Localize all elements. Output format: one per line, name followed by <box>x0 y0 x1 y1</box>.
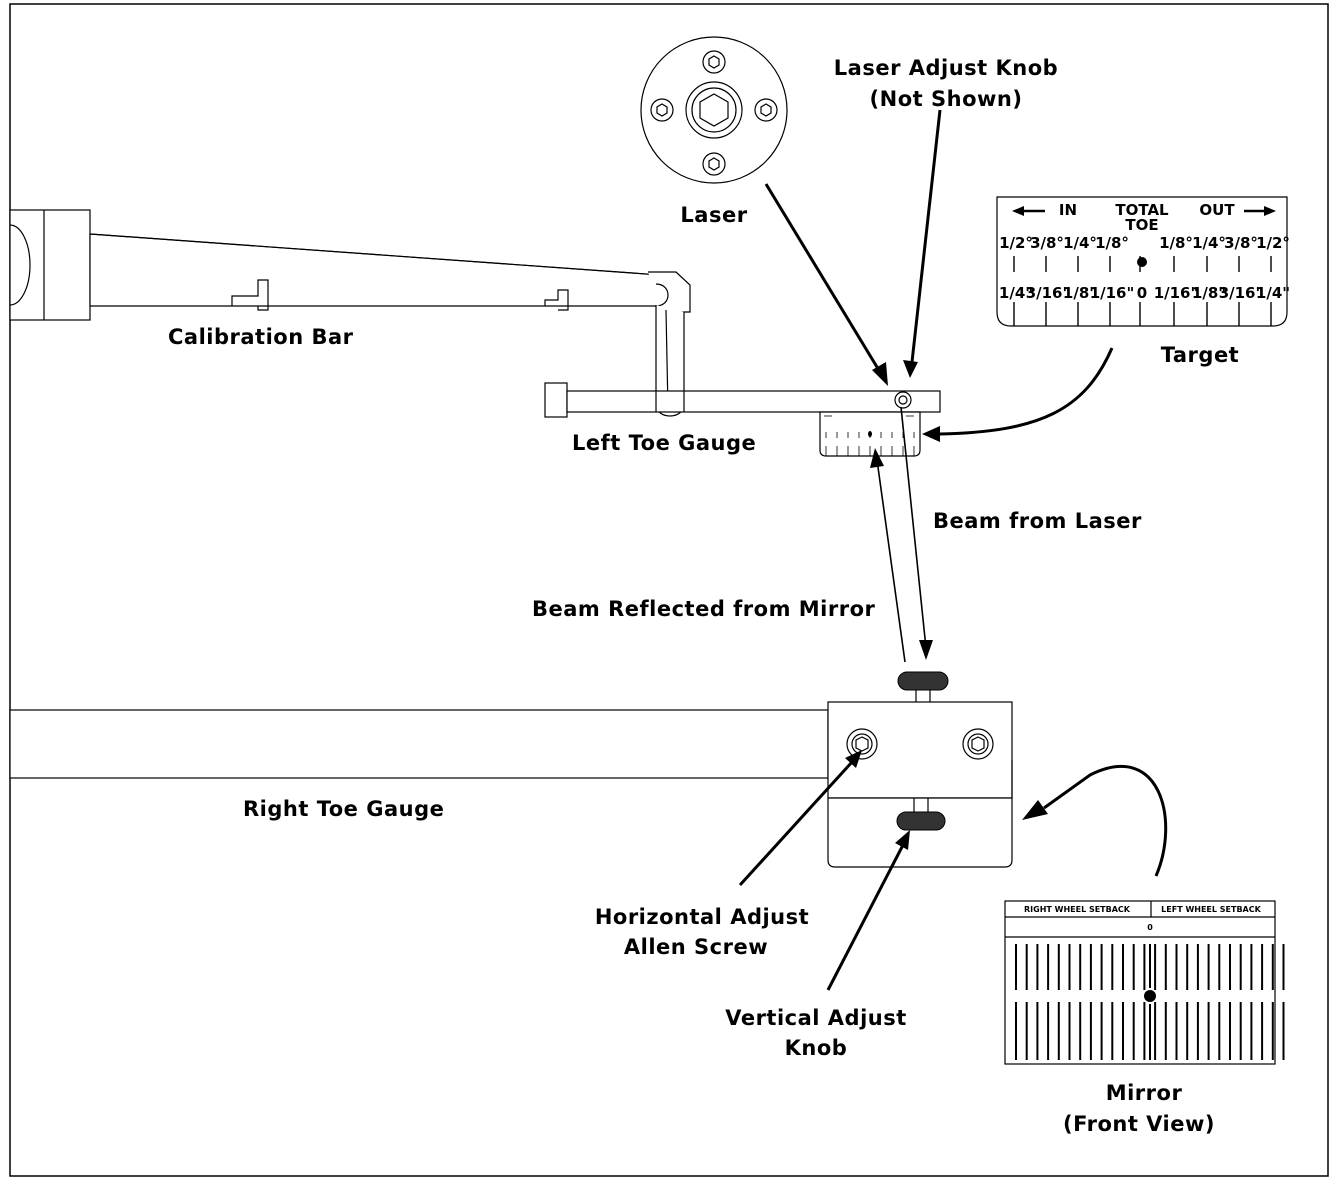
mirror-zero-label: 0 <box>1147 923 1153 932</box>
target-top-row: 1/2°3/8°1/4°1/8°1/8°1/4°3/8°1/2° <box>999 234 1290 252</box>
target-top-value: 1/2° <box>1256 234 1290 252</box>
laser-bolt-icon <box>650 98 674 122</box>
laser-beam-line <box>900 406 927 649</box>
target-center-dot <box>1137 257 1147 267</box>
right-toe-gauge <box>9 671 1013 868</box>
target-top-value: 1/4° <box>1063 234 1097 252</box>
horizontal-adjust-label: Horizontal Adjust <box>595 905 809 929</box>
target-bottom-value: 1/16" <box>1090 284 1135 302</box>
laser-adjust-knob-label: Laser Adjust Knob <box>834 56 1058 80</box>
beam-reflected-label: Beam Reflected from Mirror <box>532 597 876 621</box>
horizontal-adjust-sublabel: Allen Screw <box>624 935 768 959</box>
target-toe-label: TOE <box>1125 216 1158 234</box>
laser-adjust-knob-note: (Not Shown) <box>870 87 1023 111</box>
target-top-value: 3/8° <box>1030 234 1064 252</box>
left-wheel-setback-header: LEFT WHEEL SETBACK <box>1161 905 1261 914</box>
target-bottom-value: 1/8" <box>1063 284 1097 302</box>
allen-screw-icon <box>962 728 994 760</box>
left-toe-gauge-label: Left Toe Gauge <box>572 431 756 455</box>
right-wheel-setback-header: RIGHT WHEEL SETBACK <box>1024 905 1131 914</box>
target-bottom-value: 3/16" <box>1026 284 1071 302</box>
beam-lines <box>870 406 933 663</box>
vertical-adjust-sublabel: Knob <box>785 1036 848 1060</box>
target-bottom-value: 3/16" <box>1219 284 1264 302</box>
target-bottom-value: 1/8" <box>1192 284 1226 302</box>
allen-screw-icon <box>846 728 878 760</box>
laser-label: Laser <box>680 203 747 227</box>
calibration-bar-label: Calibration Bar <box>168 325 354 349</box>
left-toe-gauge <box>544 382 941 457</box>
target-total-label: TOTAL <box>1115 201 1169 219</box>
target-tick-marks <box>1013 256 1272 326</box>
target-top-value: 1/2° <box>999 234 1033 252</box>
calibration-bar <box>9 209 691 417</box>
pointer-arrows <box>738 109 1168 991</box>
mirror-front-view <box>1004 900 1276 1065</box>
target-top-value: 1/4° <box>1192 234 1226 252</box>
target-bottom-value: 1/4" <box>1256 284 1290 302</box>
target-top-value: 3/8° <box>1224 234 1258 252</box>
laser-emitter-icon <box>894 391 912 409</box>
laser-bolt-icon <box>754 98 778 122</box>
right-toe-gauge-label: Right Toe Gauge <box>243 797 444 821</box>
target-in-label: IN <box>1059 201 1077 219</box>
mirror-center-dot <box>1144 990 1156 1002</box>
target-out-label: OUT <box>1199 201 1235 219</box>
target-label: Target <box>1161 343 1239 367</box>
drawing-border <box>9 3 1329 1177</box>
laser-bolt-icon <box>702 50 726 74</box>
vertical-adjust-label: Vertical Adjust <box>725 1006 907 1030</box>
small-target-scale <box>824 415 915 456</box>
mirror-sublabel: (Front View) <box>1063 1112 1215 1136</box>
target-top-value: 1/8° <box>1159 234 1193 252</box>
target-top-value: 1/8° <box>1095 234 1129 252</box>
vertical-adjust-knob-icon <box>896 811 946 831</box>
mirror-label: Mirror <box>1106 1081 1183 1105</box>
target-bottom-value: 0 <box>1137 284 1147 302</box>
reflected-beam-line <box>876 459 906 663</box>
target-bottom-value: 1/4" <box>999 284 1033 302</box>
small-target-dot <box>868 431 872 437</box>
laser-bolt-icon <box>702 152 726 176</box>
target-bottom-value: 1/16" <box>1154 284 1199 302</box>
laser-front-view <box>640 36 788 184</box>
mirror-tick-marks <box>1015 944 1285 1060</box>
beam-from-laser-label: Beam from Laser <box>933 509 1142 533</box>
